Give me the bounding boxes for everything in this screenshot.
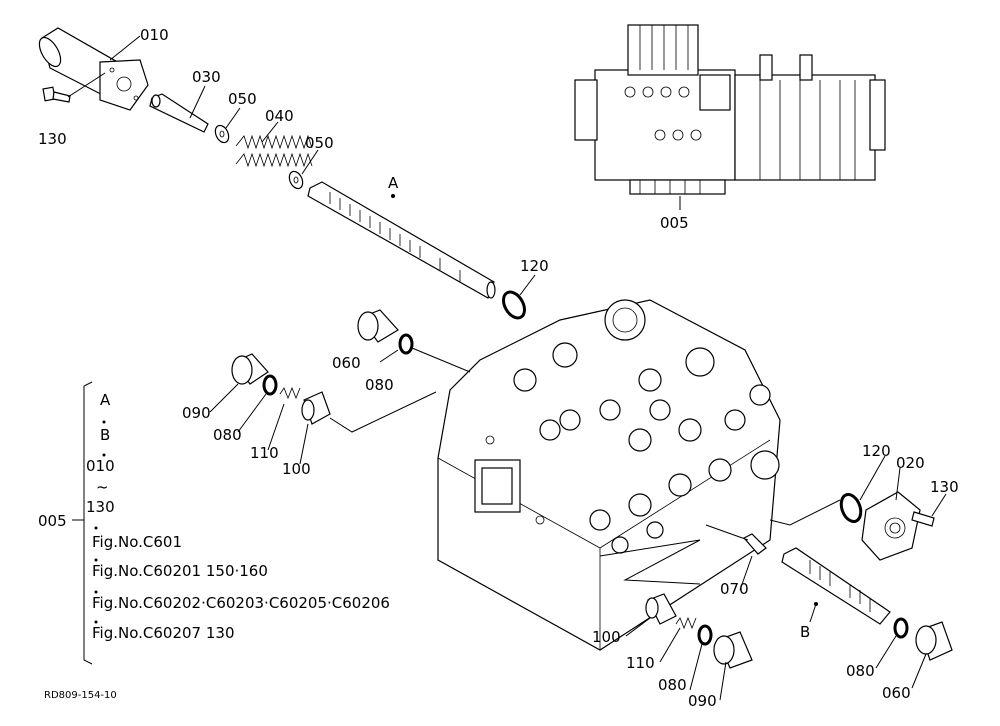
legend-item-c60201: Fig.No.C60201 150·160 [92,562,268,580]
part-main-valve-body [437,299,781,651]
callout-080-bottom: 080 [658,676,687,694]
part-020-cap-right [861,491,921,561]
callout-050-a: 050 [228,90,257,108]
drawing-code: RD809-154-10 [44,690,117,701]
part-120-oring-top [502,290,526,320]
callout-020: 020 [896,454,925,472]
part-110-spring-bottom [675,616,697,630]
callout-080-left-b: 080 [213,426,242,444]
part-080-oring-left-a [398,333,414,355]
legend-group-label: 005 [38,512,67,530]
part-090-plug-left [231,353,269,385]
legend-item-a: A [100,391,111,409]
legend-item-130: 130 [86,498,115,516]
part-050-washer-b [288,170,304,190]
part-060-plug-left [357,309,399,343]
part-040-spring [235,134,313,168]
callout-070: 070 [720,580,749,598]
callout-100-left: 100 [282,460,311,478]
callout-050-b: 050 [305,134,334,152]
part-005-valve-bank-inset [574,24,886,195]
part-080-oring-left-b [262,374,278,396]
part-080-oring-bottom [697,624,713,646]
callout-130-right: 130 [930,478,959,496]
part-030-rod [149,93,209,133]
legend-item-c60207: Fig.No.C60207 130 [92,624,235,642]
callout-010: 010 [140,26,169,44]
part-B-spool [781,547,891,625]
callout-110-bottom: 110 [626,654,655,672]
part-080-oring-right [893,617,909,639]
legend-005: 005 A B 010 ~ 130 Fig.No.C601 Fig.No.C60… [38,381,390,665]
callout-110-left: 110 [250,444,279,462]
callout-030: 030 [192,68,221,86]
legend-item-tilde: ~ [96,478,109,496]
callout-040: 040 [265,107,294,125]
part-120-oring-right [839,492,863,524]
part-A-spool [307,181,496,299]
callout-100-bottom: 100 [592,628,621,646]
part-060-plug-right [915,621,953,661]
callout-080-left-a: 080 [365,376,394,394]
part-100-poppet-bottom [645,593,677,625]
part-130-bolt-right [911,511,935,527]
part-050-washer-a [214,124,230,144]
callout-080-right: 080 [846,662,875,680]
part-010-cap [38,27,149,111]
part-070-pin [743,533,767,555]
part-110-spring-left [279,386,301,400]
callout-130-top: 130 [38,130,67,148]
callout-005-inset: 005 [660,214,689,232]
callout-090-left: 090 [182,404,211,422]
legend-item-c60202: Fig.No.C60202·C60203·C60205·C60206 [92,594,390,612]
legend-item-010: 010 [86,457,115,475]
callout-060-left: 060 [332,354,361,372]
part-130-bolt-top [42,86,71,103]
callout-A: A [388,174,399,192]
legend-item-c601: Fig.No.C601 [92,533,182,551]
part-090-plug-bottom [713,631,753,669]
callout-120-right: 120 [862,442,891,460]
callout-090-bottom: 090 [688,692,717,710]
callout-120-top: 120 [520,257,549,275]
legend-item-b: B [100,426,110,444]
part-100-poppet-left [301,391,331,425]
callout-B: B [800,623,810,641]
callout-060-right: 060 [882,684,911,702]
